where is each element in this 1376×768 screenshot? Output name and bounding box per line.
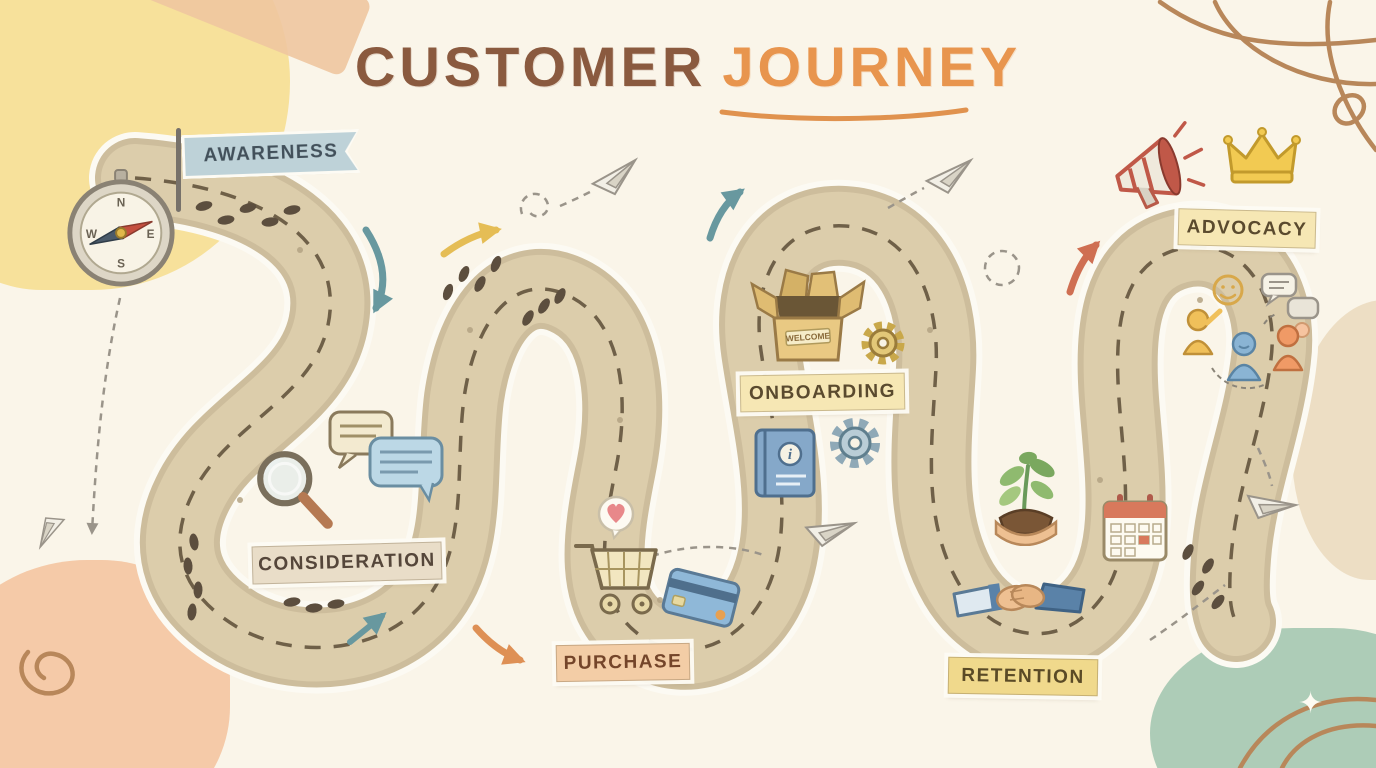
yellow-arrow	[440, 222, 502, 258]
awareness-banner: AWARENESS	[181, 129, 360, 179]
paper-plane-icon	[38, 517, 66, 550]
welcome-box-label: WELCOME	[786, 330, 831, 343]
orange-arrow	[472, 624, 526, 665]
compass-e: E	[147, 227, 155, 241]
handshake-icon	[952, 556, 1086, 640]
awareness-label: AWARENESS	[184, 132, 357, 176]
paper-plane-icon	[1246, 494, 1300, 520]
calendar-icon	[1096, 490, 1174, 568]
advocacy-label: ADVOCACY	[1177, 208, 1317, 249]
compass-n: N	[117, 195, 126, 209]
speech-bubbles-icon	[322, 408, 457, 518]
footprints	[183, 201, 1225, 621]
shopping-cart-icon	[558, 492, 680, 630]
teal-arrow-down	[362, 226, 393, 314]
rope-doodles	[19, 0, 1376, 768]
paper-planes	[38, 157, 1300, 550]
onboarding-label: ONBOARDING	[739, 372, 906, 413]
community-icon	[1176, 268, 1326, 398]
smiley-icon	[1212, 274, 1244, 306]
gear-icon-small	[856, 316, 910, 370]
info-symbol: i	[788, 447, 793, 463]
magnifier-icon	[250, 446, 342, 538]
teal-arrow-up	[706, 188, 745, 242]
teal-arrow-small	[347, 612, 387, 645]
growth-plant-icon	[972, 438, 1078, 547]
welcome-box-icon: WELCOME	[746, 256, 872, 376]
info-book-icon: i	[750, 424, 822, 504]
red-arrow-up	[1066, 240, 1101, 296]
doodle-arrows	[347, 188, 1101, 665]
paper-plane-icon	[804, 521, 859, 548]
megaphone-icon	[1098, 114, 1212, 218]
paper-plane-icon	[590, 157, 639, 196]
dashed-flourishes	[86, 186, 1274, 642]
gear-icon-large	[824, 412, 886, 474]
compass-w: W	[86, 227, 98, 241]
crown-icon	[1220, 126, 1304, 194]
chat-bubble-icon	[1260, 272, 1298, 298]
compass-s: S	[117, 256, 125, 270]
chat-bubble-icon	[1286, 296, 1320, 320]
title-underline	[719, 107, 969, 122]
flag-pole	[176, 128, 181, 212]
consideration-label: CONSIDERATION	[251, 541, 443, 585]
paper-plane-icon	[924, 157, 974, 195]
sparkle-icon: ✦	[1298, 687, 1324, 720]
title-journey: JOURNEY	[722, 35, 1022, 98]
compass-icon: N E S W	[62, 166, 180, 290]
purchase-label: PURCHASE	[555, 642, 691, 683]
retention-label: RETENTION	[947, 656, 1099, 697]
credit-card-icon	[658, 566, 746, 632]
title-customer: CUSTOMER	[354, 35, 707, 98]
